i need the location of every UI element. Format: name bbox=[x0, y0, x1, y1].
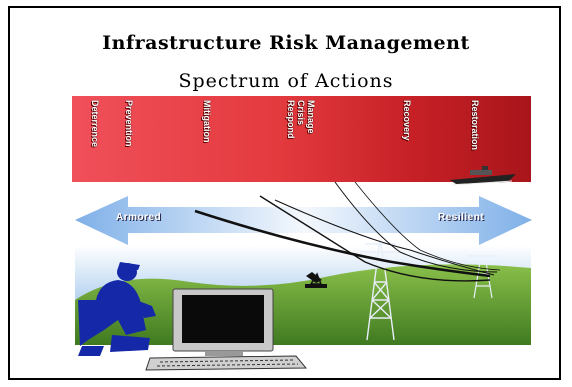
oil-pump-icon bbox=[305, 272, 327, 288]
slide-title: Infrastructure Risk Management bbox=[102, 32, 470, 54]
soldier-silhouette-icon bbox=[78, 262, 156, 356]
action-label-prevention: Prevention bbox=[124, 100, 134, 147]
action-label-manage-crisis-respond: Manage Crisis Respond bbox=[286, 100, 316, 139]
action-label-recovery: Recovery bbox=[402, 100, 412, 141]
action-label-restoration: Restoration bbox=[470, 100, 480, 151]
transmission-lines bbox=[194, 181, 501, 282]
computer-terminal-icon bbox=[145, 288, 308, 371]
action-label-mitigation: Mitigation bbox=[202, 100, 212, 143]
slide-subtitle: Spectrum of Actions bbox=[178, 70, 394, 92]
arrow-right-label: Resilient bbox=[438, 212, 485, 223]
actions-band bbox=[72, 96, 531, 182]
ship-icon bbox=[450, 166, 516, 186]
power-tower-icon bbox=[356, 239, 405, 341]
arrow-left-label: Armored bbox=[116, 212, 162, 223]
armored-resilient-arrow bbox=[75, 196, 532, 245]
action-label-deterrence: Deterrence bbox=[90, 100, 100, 148]
